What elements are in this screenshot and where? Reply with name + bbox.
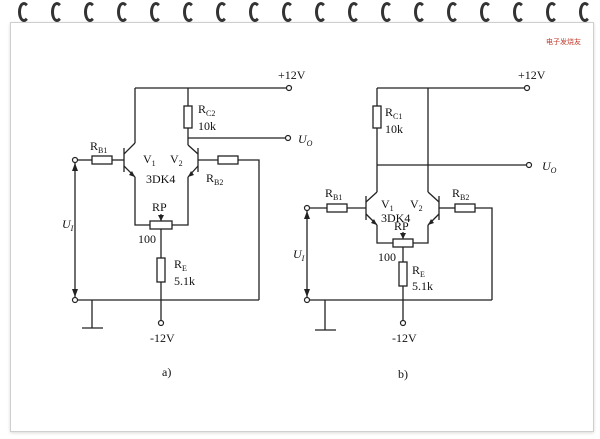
- potentiometer-b-rp: [392, 238, 414, 248]
- binding-ring: [84, 2, 96, 22]
- terminal-a-output: [284, 134, 292, 142]
- caption-a: a): [162, 365, 171, 379]
- resistor-a-rb1: [91, 155, 113, 165]
- transistor-b-v1-collector-lead: [365, 191, 378, 203]
- label-a-rc2: RC2: [198, 102, 215, 118]
- label-a-re: RE: [174, 257, 187, 273]
- binding-ring: [381, 2, 393, 22]
- caption-b: b): [398, 367, 408, 381]
- terminal-a-input-bottom: [71, 296, 79, 304]
- page-frame: [10, 22, 594, 432]
- transistor-b-v1-arrow: [371, 219, 377, 225]
- binding-ring: [513, 2, 525, 22]
- label-a-rp: RP: [152, 200, 167, 214]
- binding-ring: [579, 2, 591, 22]
- resistor-a-re: [156, 257, 166, 283]
- binding-ring: [348, 2, 360, 22]
- binding-ring: [216, 2, 228, 22]
- terminal-b-output: [525, 161, 533, 169]
- input-b-arrow-up: [304, 211, 310, 219]
- terminal-b-positive: [523, 84, 531, 92]
- binding-ring: [18, 2, 30, 22]
- wire-b-rb2-to-ground: [475, 207, 493, 300]
- label-b-rc1: RC1: [385, 105, 402, 121]
- terminal-a-positive: [285, 84, 293, 92]
- label-b-rb1: RB1: [325, 186, 342, 202]
- label-b-rc1-value: 10k: [385, 122, 403, 136]
- label-b-supply-neg: -12V: [392, 331, 417, 345]
- label-b-supply-pos: +12V: [518, 68, 546, 82]
- label-a-rc2-value: 10k: [198, 119, 216, 133]
- potentiometer-a-rp: [149, 220, 173, 230]
- transistor-b-v2-collector-lead: [427, 191, 440, 203]
- transistor-a-v1-collector-lead: [123, 142, 136, 155]
- resistor-b-rb2: [454, 203, 476, 213]
- terminal-a-negative: [157, 319, 165, 327]
- wire-b-v2-emitter: [413, 225, 429, 244]
- label-a-output: UO: [298, 132, 313, 148]
- resistor-b-rb1: [326, 203, 348, 213]
- label-b-output: UO: [542, 159, 557, 175]
- watermark-logo: 电子发烧友: [546, 39, 581, 46]
- binding-ring: [51, 2, 63, 22]
- label-a-v1: V1: [143, 152, 156, 168]
- terminal-b-input-top: [303, 204, 311, 212]
- label-b-rp-value: 100: [378, 250, 396, 264]
- label-a-rb2: RB2: [206, 171, 223, 187]
- label-a-supply-pos: +12V: [278, 68, 306, 82]
- label-b-rb2: RB2: [452, 186, 469, 202]
- label-b-input: UI: [293, 247, 305, 263]
- potentiometer-a-arrow: [158, 215, 164, 221]
- terminal-a-input-top: [71, 156, 79, 164]
- binding-rings: [0, 0, 600, 40]
- label-a-v2: V2: [170, 152, 183, 168]
- label-a-rp-value: 100: [138, 232, 156, 246]
- resistor-a-rc2: [183, 105, 193, 129]
- transistor-a-v2-collector-lead: [187, 144, 199, 155]
- resistor-b-re: [398, 261, 408, 287]
- input-a-arrow-down: [72, 289, 78, 297]
- binding-ring: [315, 2, 327, 22]
- label-b-v1: V1: [381, 197, 394, 213]
- label-a-rb1: RB1: [90, 139, 107, 155]
- binding-ring: [546, 2, 558, 22]
- transistor-a-v1-arrow: [129, 171, 135, 177]
- input-b-arrow-down: [304, 289, 310, 297]
- circuit-b: +12V RC1 10k UO RB1 V1 V2 3DK4: [293, 68, 557, 381]
- label-b-re-value: 5.1k: [412, 279, 433, 293]
- binding-ring: [150, 2, 162, 22]
- binding-ring: [414, 2, 426, 22]
- binding-ring: [183, 2, 195, 22]
- binding-ring: [117, 2, 129, 22]
- resistor-b-rc1: [372, 105, 382, 129]
- transistor-a-v2-arrow: [188, 171, 194, 177]
- binding-ring: [249, 2, 261, 22]
- binding-ring: [282, 2, 294, 22]
- wire-a-v1-emitter: [134, 177, 150, 226]
- wire-b-v1-emitter: [376, 225, 393, 244]
- label-b-re: RE: [412, 263, 425, 279]
- circuit-a: +12V RC2 10k UO RB1 V1 V2 3DK4: [62, 68, 313, 379]
- label-b-v2: V2: [410, 197, 423, 213]
- input-a-arrow-up: [72, 163, 78, 171]
- label-a-input: UI: [62, 217, 74, 233]
- binding-ring: [447, 2, 459, 22]
- wire-a-rb2-to-ground: [238, 159, 260, 300]
- transistor-b-v2-arrow: [428, 219, 434, 225]
- resistor-a-rb2: [217, 155, 239, 165]
- binding-ring: [480, 2, 492, 22]
- label-b-rp: RP: [394, 219, 409, 233]
- label-a-transistor-model: 3DK4: [146, 172, 175, 186]
- terminal-b-input-bottom: [303, 296, 311, 304]
- terminal-b-negative: [399, 319, 407, 327]
- label-a-re-value: 5.1k: [174, 274, 195, 288]
- label-b-transistor-model: 3DK4: [381, 211, 410, 225]
- wire-a-v2-emitter: [172, 177, 189, 226]
- potentiometer-b-arrow: [400, 233, 406, 239]
- label-a-supply-neg: -12V: [150, 331, 175, 345]
